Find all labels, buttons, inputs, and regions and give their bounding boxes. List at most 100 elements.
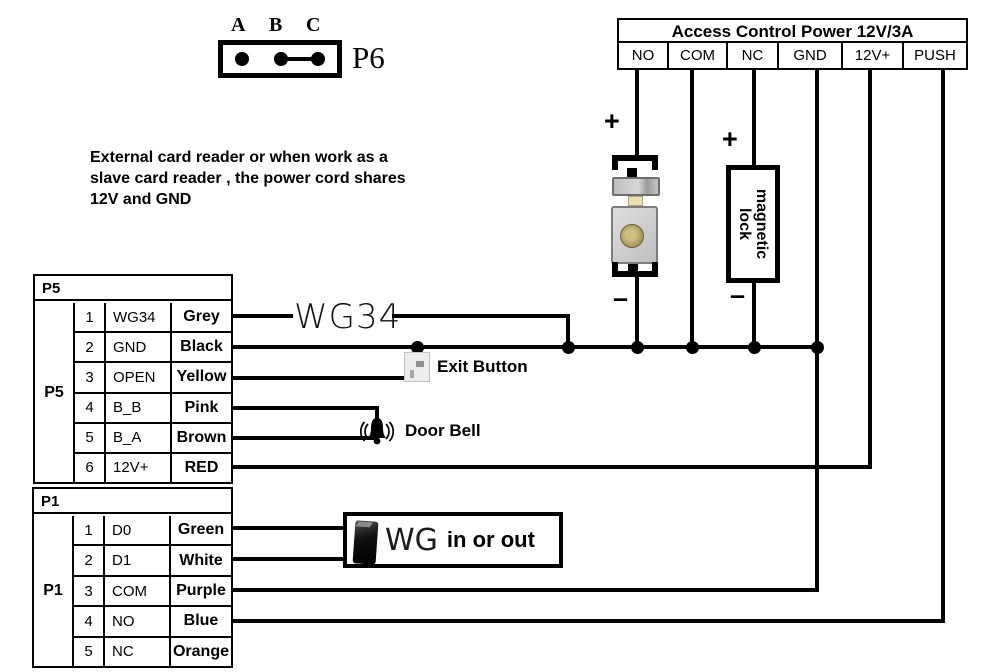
- wire-grey-1: [233, 314, 293, 318]
- signal-name: NC: [105, 637, 171, 667]
- signal-name: GND: [106, 333, 172, 362]
- exit-button-icon: [404, 352, 430, 382]
- wire-color-name: Pink: [184, 398, 219, 416]
- wire-nc-terminal: [752, 70, 756, 168]
- table-row: 6 12V+ RED: [75, 453, 231, 483]
- signal-name: D0: [105, 516, 171, 545]
- wg34-wire-label: WG34: [294, 297, 402, 337]
- signal-name: OPEN: [106, 363, 172, 392]
- bracket-tick: [652, 262, 658, 277]
- power-supply-terminal-row: NO COM NC GND 12V+ PUSH: [619, 43, 966, 68]
- junction-dot: [811, 341, 824, 354]
- wire-purple-com: [233, 588, 819, 592]
- signal-name: D1: [105, 546, 171, 575]
- wire-12v-terminal: [868, 70, 872, 469]
- signal-name: NO: [105, 607, 171, 636]
- p6-pin-label-a: A: [231, 14, 246, 36]
- bracket-tick: [652, 155, 658, 170]
- wire-yellow: [233, 376, 424, 380]
- wire-push-terminal: [941, 70, 945, 623]
- table-row: 2 D1 White: [74, 546, 231, 577]
- wire-white-d1: [233, 557, 345, 561]
- wire-color-name: Yellow: [176, 368, 227, 386]
- wire-color-name: White: [179, 551, 223, 569]
- wire-color-name: Brown: [176, 428, 227, 446]
- pin-number: 4: [74, 607, 105, 636]
- table-row: 3 OPEN Yellow: [75, 363, 231, 394]
- wire-magnetic-lock-minus: [752, 283, 756, 349]
- p6-jumper-box: [218, 40, 342, 78]
- electric-lock-plus-sign: +: [604, 106, 620, 136]
- signal-name: 12V+: [106, 453, 172, 483]
- table-row: 5 NC Orange: [74, 637, 231, 667]
- wire-green-d0: [233, 526, 345, 530]
- p5-connector-table: P5 P5 1 WG34 Grey 2 GND Black 3 OPEN Yel…: [33, 274, 233, 484]
- wire-red-12v: [233, 465, 872, 469]
- pin-number: 1: [74, 516, 105, 545]
- terminal-no: NO: [619, 43, 669, 68]
- junction-dot: [562, 341, 575, 354]
- wire-color-name: Grey: [183, 308, 220, 326]
- magnetic-lock-plus-sign: +: [722, 124, 738, 154]
- electric-lock-latch-icon: [612, 177, 660, 196]
- junction-dot: [631, 341, 644, 354]
- wire-brown: [233, 436, 379, 440]
- pin-number: 2: [75, 333, 106, 362]
- p6-pin-label-b: B: [269, 14, 283, 36]
- p1-connector-table: P1 P1 1 D0 Green 2 D1 White 3 COM Purple: [32, 487, 233, 668]
- p1-merged-label: P1: [34, 516, 74, 666]
- wire-blue-no: [233, 619, 945, 623]
- p6-label: P6: [352, 40, 385, 75]
- electric-lock-cylinder-icon: [620, 224, 644, 248]
- wire-gnd-terminal: [815, 70, 819, 592]
- electric-lock-bolt-icon: [628, 196, 643, 206]
- magnetic-lock-box: magnetic lock: [726, 165, 780, 283]
- pin-number: 4: [75, 393, 106, 422]
- electric-lock-bottom-bracket: [612, 271, 658, 277]
- bracket-tick: [612, 262, 618, 277]
- wg-in-or-out-label: in or out: [446, 527, 535, 552]
- note-text: External card reader or when work as a s…: [90, 149, 406, 208]
- wire-color-name: RED: [184, 458, 219, 476]
- wire-pink: [233, 406, 379, 410]
- terminal-push: PUSH: [914, 47, 956, 64]
- terminal-com: COM: [669, 43, 728, 68]
- table-row: 3 COM Purple: [74, 576, 231, 608]
- p6-pin-label-c: C: [306, 14, 321, 36]
- power-supply-title: Access Control Power 12V/3A: [619, 20, 966, 43]
- table-row: 4 B_B Pink: [75, 393, 231, 424]
- table-row: 1 D0 Green: [74, 516, 231, 547]
- wire-no-terminal: [635, 70, 639, 157]
- wire-com-terminal: [690, 70, 694, 349]
- table-row: 2 GND Black: [75, 333, 231, 364]
- terminal-gnd: GND: [779, 43, 843, 68]
- wire-grey-drop: [566, 314, 570, 349]
- electric-lock-nub: [627, 168, 637, 177]
- signal-name: COM: [105, 576, 171, 606]
- electric-lock-body-icon: [611, 206, 658, 264]
- bracket-tick: [612, 155, 618, 170]
- table-row: 1 WG34 Grey: [75, 303, 231, 334]
- signal-name: B_A: [106, 423, 172, 452]
- electric-lock-top-bracket: [612, 155, 658, 161]
- wire-black-gnd-bus: [233, 345, 819, 349]
- terminal-12v: 12V+: [843, 43, 904, 68]
- junction-dot: [748, 341, 761, 354]
- wiegand-reader-box: WG in or out: [343, 512, 563, 568]
- signal-name: B_B: [106, 393, 172, 422]
- door-bell-label: Door Bell: [405, 421, 481, 440]
- pin-number: 5: [75, 423, 106, 452]
- magnetic-lock-minus-sign: –: [730, 280, 746, 310]
- wire-color-name: Black: [180, 338, 223, 356]
- junction-dot: [686, 341, 699, 354]
- table-row: 5 B_A Brown: [75, 423, 231, 454]
- pin-number: 5: [74, 637, 105, 667]
- signal-name: WG34: [106, 303, 172, 332]
- electric-lock-minus-sign: –: [613, 283, 629, 313]
- pin-number: 3: [74, 576, 105, 606]
- wire-color-name: Orange: [172, 642, 229, 660]
- p1-table-header: P1: [34, 489, 231, 514]
- wire-electric-lock-minus: [635, 277, 639, 349]
- magnetic-lock-label: magnetic lock: [736, 188, 770, 260]
- pin-number: 3: [75, 363, 106, 392]
